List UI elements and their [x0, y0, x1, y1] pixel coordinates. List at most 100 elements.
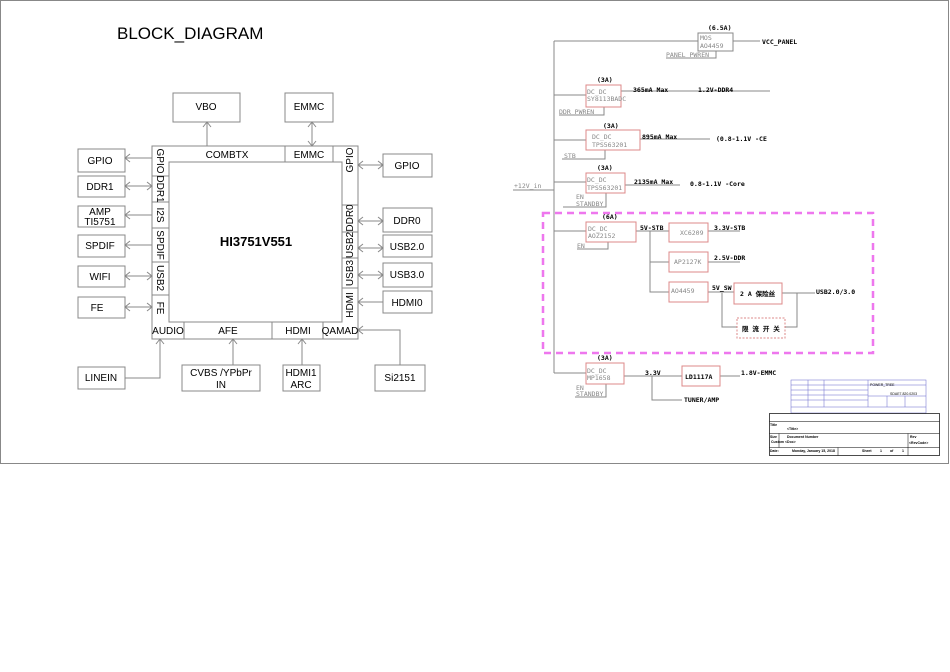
xc6209-part: XC6209	[680, 229, 704, 237]
pin-hdmi-bottom: HDMI	[285, 326, 311, 337]
pin-i2s: I2S	[154, 207, 165, 222]
size-value: Custom	[771, 440, 784, 444]
dc2-enable: STB	[564, 152, 576, 160]
mos-enable: PANEL_PWREN	[666, 51, 709, 59]
dc4-current: (6A)	[602, 213, 618, 221]
dc2-part: TPS563201	[592, 141, 627, 149]
dc4-type: DC_DC	[588, 225, 608, 233]
of-value: 1	[902, 449, 904, 453]
dc2-output: (0.8-1.1V -CE	[716, 135, 767, 143]
block-usb30: USB3.0	[390, 270, 425, 281]
rail-3v3-stb: 3.3V-STB	[714, 224, 745, 232]
pin-spdif: SPDIF	[154, 230, 165, 259]
block-cvbs: CVBS /YPbPr	[190, 368, 252, 379]
power-tree: +12V_in (6.5A) MOS AO4459 PANEL_PWREN VC…	[513, 24, 875, 404]
dc3-enable: EN	[576, 193, 584, 201]
block-emmc: EMMC	[294, 102, 325, 113]
chip-pins-right: GPIO DDR0 USB2 USB3 HDMI	[345, 147, 356, 318]
pin-hdmi-right: HDMI	[345, 292, 356, 318]
doc-number-label: Document Number	[787, 435, 819, 439]
sheet-value: 1	[880, 449, 882, 453]
block-si2151: Si2151	[384, 373, 416, 384]
pin-gpio-right: GPIO	[345, 147, 356, 172]
rev-label: Rev	[910, 435, 916, 439]
mos-current: (6.5A)	[708, 24, 731, 32]
mos-type: MOS	[700, 34, 712, 42]
dc3-load: 2135mA Max	[634, 178, 673, 186]
mos-part: AO4459	[700, 42, 724, 50]
chip-pins-left: GPIO DDR1 I2S SPDIF USB2 FE	[154, 148, 165, 314]
dc2-type: DC_DC	[592, 133, 612, 141]
block-amp-model: TI5751	[84, 217, 116, 228]
block-hdmi0: HDMI0	[391, 298, 423, 309]
rail-3v3: 3.3V	[645, 369, 661, 377]
pin-gpio: GPIO	[154, 148, 165, 173]
fuse-label: 2 A 保险丝	[740, 289, 776, 298]
block-gpio-right: GPIO	[394, 161, 419, 172]
diagram-title: BLOCK_DIAGRAM	[117, 24, 263, 43]
ld1117a-part: LD1117A	[685, 373, 712, 381]
dc1-load: 365mA Max	[633, 86, 668, 94]
dc1-enable: DDR_PWREN	[559, 108, 594, 116]
tuner-amp-label: TUNER/AMP	[684, 396, 719, 404]
rail-1v8-emmc: 1.8V-EMMC	[741, 369, 776, 377]
current-limit-switch-label: 限 流 开 关	[742, 324, 780, 333]
doc-number-value: <Doc>	[785, 440, 796, 444]
pin-ddr1: DDR1	[154, 175, 165, 203]
rail-5v-sw: 5V_SW	[712, 284, 732, 292]
chip-block: HI3751V551	[151, 145, 359, 340]
dc3-part: TPS563201	[587, 184, 622, 192]
pin-afe: AFE	[218, 326, 238, 337]
usb-output-label: USB2.0/3.0	[816, 288, 855, 296]
block-wifi: WIFI	[89, 272, 110, 283]
pin-emmc: EMMC	[294, 150, 325, 161]
ap2127k-part: AP2127K	[674, 258, 701, 266]
chip-name: HI3751V551	[220, 234, 292, 249]
block-hdmi1-arc: ARC	[290, 380, 311, 391]
dc1-output: 1.2V-DDR4	[698, 86, 733, 94]
pin-usb2: USB2	[154, 265, 165, 292]
block-gpio-left: GPIO	[87, 156, 112, 167]
top-blocks: VBO EMMC	[172, 92, 334, 147]
block-linein: LINEIN	[85, 373, 117, 384]
block-fe: FE	[91, 303, 104, 314]
block-usb20: USB2.0	[390, 242, 425, 253]
pin-qamad: QAMAD	[322, 326, 359, 337]
right-blocks: GPIO DDR0 USB2.0 USB3.0 HDMI0	[357, 153, 433, 314]
sheet-label: Sheet	[862, 449, 872, 453]
block-spdif: SPDIF	[85, 241, 114, 252]
dc2-current: (3A)	[603, 122, 619, 130]
date-value: Monday, January 15, 2018	[792, 449, 835, 453]
project-name: POWER_TREE	[870, 383, 895, 387]
drawing-code: SDAE7.820.0203	[890, 392, 917, 396]
dc5-part: MP1658	[587, 374, 611, 382]
ao4459-part: AO4459	[671, 287, 695, 295]
block-ddr1: DDR1	[86, 182, 114, 193]
of-label: of	[890, 449, 894, 453]
pin-usb3: USB3	[345, 260, 356, 287]
dc3-type: DC_DC	[587, 176, 607, 184]
dc1-part: SY8113BADC	[587, 95, 626, 103]
dc1-type: DC_DC	[587, 88, 607, 96]
pin-combtx: COMBTX	[206, 150, 249, 161]
dc2-load: 895mA Max	[642, 133, 677, 141]
input-label: +12V_in	[514, 182, 541, 190]
dc3-current: (3A)	[597, 164, 613, 172]
sheet-frame	[0, 0, 949, 464]
title-block: POWER_TREE SDAE7.820.0203 Title <Title> …	[769, 379, 940, 456]
dc3-standby: STANDBY	[576, 200, 603, 208]
pin-usb2-right: USB2	[345, 232, 356, 259]
block-vbo: VBO	[195, 102, 216, 113]
dc5-current: (3A)	[597, 354, 613, 362]
title-label: Title	[770, 423, 777, 427]
dc5-standby: STANDBY	[576, 390, 603, 398]
rail-2v5-ddr: 2.5V-DDR	[714, 254, 745, 262]
dc5-type: DC_DC	[587, 367, 607, 375]
rev-value: <RevCode>	[909, 441, 928, 445]
pin-audio: AUDIO	[152, 326, 184, 337]
date-label: Date:	[770, 449, 779, 453]
pin-fe: FE	[154, 302, 165, 315]
